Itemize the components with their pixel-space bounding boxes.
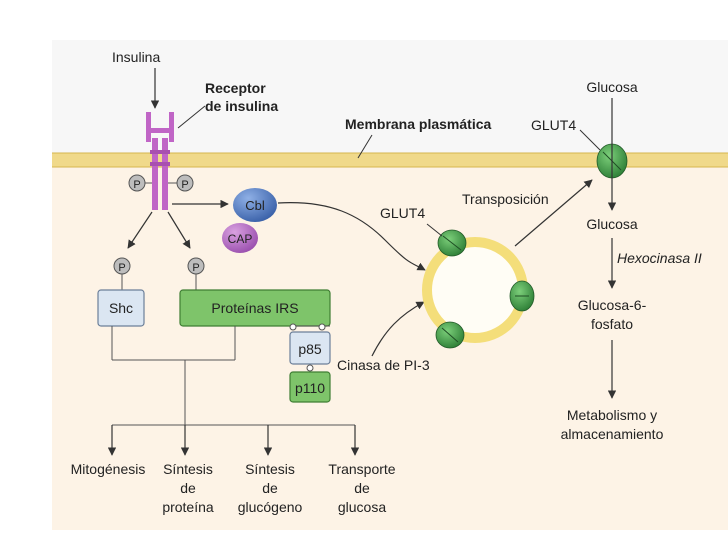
svg-text:p85: p85	[298, 341, 322, 357]
receptor-to-irs-arrow	[167, 211, 191, 249]
insulin-receptor	[146, 112, 174, 210]
glut4-membrane-pointer	[579, 129, 601, 151]
cap-protein: CAP	[222, 223, 258, 253]
output-glycogen-synthesis-l3: glucógeno	[238, 499, 303, 515]
glut4-vesicle-pointer	[426, 223, 443, 237]
phospho-shc: P	[113, 257, 131, 275]
svg-text:p110: p110	[295, 380, 325, 396]
glut4-transporter-1	[437, 229, 467, 257]
insulin-label: Insulina	[112, 49, 160, 65]
svg-text:Proteínas IRS: Proteínas IRS	[211, 300, 298, 316]
cytoplasm-area	[52, 160, 728, 530]
p85-box: p85	[289, 331, 331, 365]
metabolism-label-line2: almacenamiento	[561, 426, 664, 442]
output-glucose-transport-l3: glucosa	[338, 499, 386, 515]
glut4-vesicle	[422, 237, 528, 343]
receptor-to-shc-arrow	[127, 211, 153, 249]
g6p-label-line2: fosfato	[591, 316, 633, 332]
glucose-intracellular-label: Glucosa	[586, 216, 638, 232]
svg-text:P: P	[133, 179, 140, 191]
translocation-label: Transposición	[462, 191, 549, 207]
pi3k-label: Cinasa de PI-3	[337, 357, 430, 373]
output-mitogenesis: Mitogénesis	[71, 461, 146, 477]
output-glucose-transport-l2: de	[354, 480, 370, 496]
output-protein-synthesis-l1: Síntesis	[163, 461, 213, 477]
cbl-protein: Cbl	[233, 188, 277, 222]
receptor-pointer	[177, 105, 206, 129]
phospho-receptor-right: P	[176, 174, 194, 192]
hexokinase-label: Hexocinasa II	[617, 250, 702, 266]
svg-text:CAP: CAP	[228, 232, 253, 246]
shc-box: Shc	[97, 289, 145, 327]
svg-text:P: P	[118, 262, 125, 274]
svg-text:Cbl: Cbl	[245, 198, 265, 213]
output-glycogen-synthesis-l1: Síntesis	[245, 461, 295, 477]
phospho-receptor-left: P	[128, 174, 146, 192]
receptor-label-line1: Receptor	[205, 80, 266, 96]
output-glycogen-synthesis-l2: de	[262, 480, 278, 496]
membrane-pointer	[357, 134, 373, 159]
metabolism-label-line1: Metabolismo y	[567, 407, 657, 423]
svg-text:P: P	[181, 179, 188, 191]
cbl-to-vesicle-arrow	[277, 202, 426, 271]
glucose-extracellular-label: Glucosa	[586, 79, 638, 95]
plasma-membrane	[52, 153, 728, 167]
glut4-transporter-2	[509, 280, 535, 312]
output-protein-synthesis-l3: proteína	[162, 499, 214, 515]
p110-box: p110	[289, 371, 331, 403]
glut4-vesicle-label: GLUT4	[380, 205, 425, 221]
output-glucose-transport-l1: Transporte	[328, 461, 395, 477]
glut4-transporter-3	[435, 321, 465, 349]
phospho-irs: P	[187, 257, 205, 275]
g6p-label-line1: Glucosa-6-	[578, 297, 647, 313]
receptor-label-line2: de insulina	[205, 98, 278, 114]
output-protein-synthesis-l2: de	[180, 480, 196, 496]
translocation-arrow	[514, 179, 593, 247]
glut4-membrane-label: GLUT4	[531, 117, 576, 133]
membrane-label: Membrana plasmática	[345, 116, 491, 132]
svg-text:P: P	[192, 262, 199, 274]
svg-text:Shc: Shc	[109, 300, 133, 316]
pi3k-to-vesicle-arrow	[371, 301, 425, 357]
irs-box: Proteínas IRS	[179, 289, 331, 327]
